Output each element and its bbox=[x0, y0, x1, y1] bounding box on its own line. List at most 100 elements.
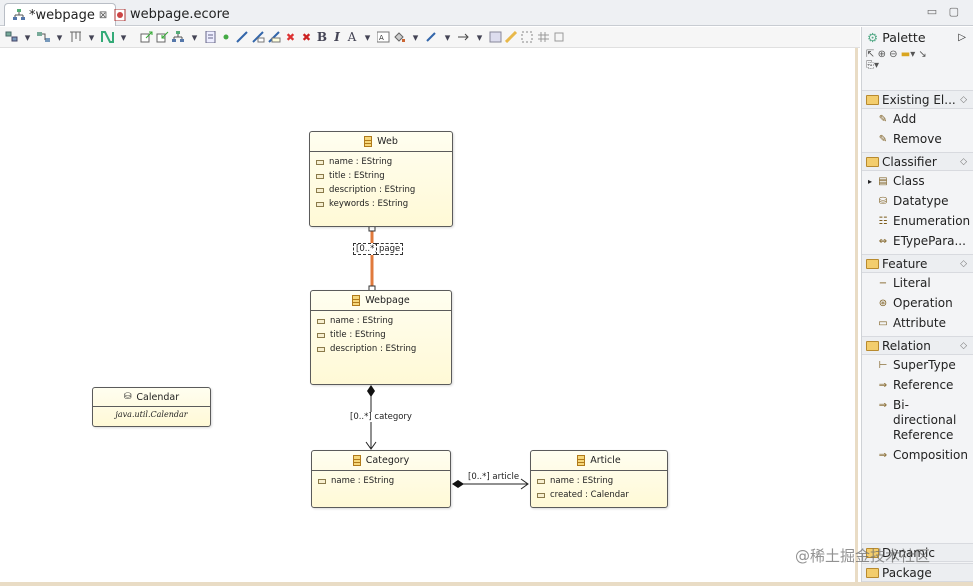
folder-icon bbox=[866, 547, 879, 558]
line-style-icon[interactable] bbox=[456, 30, 471, 45]
folder-icon bbox=[866, 258, 879, 269]
palette-item-etypeparameter[interactable]: ⇔ETypePara... bbox=[862, 231, 973, 251]
collapse-palette-icon[interactable]: ▷ bbox=[958, 31, 966, 43]
datatype-header: ⛁ Calendar bbox=[93, 388, 210, 407]
dropdown-arrow-icon[interactable]: ▾ bbox=[24, 30, 31, 44]
palette-item-operation[interactable]: ⊛Operation bbox=[862, 293, 973, 313]
note-link-icon[interactable]: ↘ bbox=[918, 49, 927, 60]
line-color-icon[interactable] bbox=[424, 30, 439, 45]
tab-close-icon[interactable]: ⊠ bbox=[98, 9, 108, 21]
attribute-row[interactable]: title : EString bbox=[316, 169, 446, 183]
palette-item-attribute[interactable]: ▭Attribute bbox=[862, 313, 973, 333]
dropdown-arrow-icon[interactable]: ▾ bbox=[56, 30, 63, 44]
palette-item-enumeration[interactable]: ☷Enumeration bbox=[862, 211, 973, 231]
collapse-icon[interactable]: ◇ bbox=[960, 340, 967, 351]
attribute-row[interactable]: name : EString bbox=[317, 314, 445, 328]
font-size-icon[interactable]: A bbox=[376, 30, 391, 45]
attribute-icon bbox=[316, 159, 324, 165]
collapse-icon[interactable]: ◇ bbox=[960, 156, 967, 167]
export-icon[interactable] bbox=[139, 30, 154, 45]
attribute-row[interactable]: description : EString bbox=[317, 342, 445, 356]
dropdown-arrow-icon[interactable]: ▾ bbox=[412, 30, 419, 44]
class-article[interactable]: Article name : EString created : Calenda… bbox=[530, 450, 668, 508]
collapse-icon[interactable]: ◇ bbox=[960, 94, 967, 105]
datatype-calendar[interactable]: ⛁ Calendar java.util.Calendar bbox=[92, 387, 211, 427]
italic-button[interactable]: I bbox=[334, 30, 340, 44]
palette-item-reference[interactable]: ⇒Reference bbox=[862, 375, 973, 395]
select-tool-icon[interactable]: ⇱ bbox=[866, 49, 875, 60]
attribute-row[interactable]: name : EString bbox=[318, 474, 444, 488]
text-tool-icon[interactable]: ⎘ bbox=[866, 60, 874, 71]
drawer-feature[interactable]: Feature ◇ bbox=[862, 254, 973, 273]
window-controls[interactable]: ▭ ▢ bbox=[926, 5, 963, 18]
attribute-row[interactable]: description : EString bbox=[316, 183, 446, 197]
article-reference-label[interactable]: [0..*] article bbox=[468, 472, 520, 482]
delete-from-diagram-icon[interactable]: ✖ bbox=[285, 30, 296, 44]
zoom-icon[interactable] bbox=[520, 30, 535, 45]
hide-label-icon[interactable] bbox=[235, 30, 250, 45]
arrange-icon[interactable] bbox=[36, 30, 51, 45]
tab-webpage-ecore[interactable]: webpage.ecore bbox=[106, 3, 238, 26]
label-icon[interactable] bbox=[267, 30, 282, 45]
attribute-label: description : EString bbox=[330, 344, 417, 354]
drawer-package[interactable]: Package bbox=[862, 563, 973, 582]
palette-item-label: Bi- directional Reference bbox=[893, 398, 957, 442]
dropdown-arrow-icon[interactable]: ▾ bbox=[476, 30, 483, 44]
refresh-icon[interactable] bbox=[552, 30, 567, 45]
document-icon[interactable] bbox=[203, 30, 218, 45]
palette-item-label: Remove bbox=[893, 132, 942, 146]
dropdown-arrow-icon[interactable]: ▾ bbox=[88, 30, 95, 44]
palette-item-class[interactable]: ▸▤Class bbox=[862, 171, 973, 191]
image-icon[interactable] bbox=[488, 30, 503, 45]
align-icon[interactable] bbox=[68, 30, 83, 45]
palette-item-add[interactable]: ✎Add bbox=[862, 109, 973, 129]
attribute-row[interactable]: name : EString bbox=[537, 474, 661, 488]
zoom-out-icon[interactable]: ⊖ bbox=[889, 49, 898, 60]
dropdown-arrow-icon[interactable]: ▾ bbox=[444, 30, 451, 44]
select-all-icon[interactable] bbox=[4, 30, 19, 45]
collapse-icon[interactable]: ◇ bbox=[960, 258, 967, 269]
show-label-icon[interactable] bbox=[251, 30, 266, 45]
tree-icon[interactable] bbox=[171, 30, 186, 45]
layout-icon[interactable] bbox=[100, 30, 115, 45]
delete-from-model-icon[interactable]: ✖ bbox=[301, 30, 312, 44]
palette-item-label: Add bbox=[893, 112, 917, 126]
palette-item-supertype[interactable]: ⊢SuperType bbox=[862, 355, 973, 375]
import-icon[interactable] bbox=[155, 30, 170, 45]
palette-item-composition[interactable]: ⇒Composition bbox=[862, 445, 973, 465]
bold-button[interactable]: B bbox=[316, 30, 328, 44]
category-reference-label[interactable]: [0..*] category bbox=[350, 412, 412, 422]
class-category[interactable]: Category name : EString bbox=[311, 450, 451, 508]
page-name-label[interactable]: page bbox=[376, 243, 404, 255]
palette-item-remove[interactable]: ✎Remove bbox=[862, 129, 973, 149]
dropdown-arrow-icon[interactable]: ▾ bbox=[120, 30, 127, 44]
dropdown-arrow-icon[interactable]: ▾ bbox=[364, 30, 371, 44]
drawer-classifier[interactable]: Classifier ◇ bbox=[862, 152, 973, 171]
attribute-icon bbox=[316, 201, 324, 207]
arrange-all-icon[interactable] bbox=[504, 30, 519, 45]
palette-item-datatype[interactable]: ⛁Datatype bbox=[862, 191, 973, 211]
palette-item-bidirectional-reference[interactable]: ⇒Bi- directional Reference bbox=[862, 395, 973, 445]
class-webpage[interactable]: Webpage name : EString title : EString d… bbox=[310, 290, 452, 385]
attribute-row[interactable]: name : EString bbox=[316, 155, 446, 169]
attribute-icon bbox=[316, 187, 324, 193]
attribute-row[interactable]: title : EString bbox=[317, 328, 445, 342]
note-tool-icon[interactable]: ▬ bbox=[900, 49, 911, 60]
tab-webpage-diagram[interactable]: *webpage ⊠ bbox=[4, 3, 117, 26]
snap-grid-icon[interactable] bbox=[536, 30, 551, 45]
diagram-canvas[interactable]: [0..*] page [0..*] category [0..*] artic… bbox=[0, 48, 858, 582]
class-web[interactable]: Web name : EString title : EString descr… bbox=[309, 131, 453, 227]
drawer-existing-elements[interactable]: Existing El... ◇ bbox=[862, 90, 973, 109]
fill-color-icon[interactable] bbox=[392, 30, 407, 45]
attribute-row[interactable]: keywords : EString bbox=[316, 197, 446, 211]
attribute-row[interactable]: created : Calendar bbox=[537, 488, 661, 502]
drawer-dynamic[interactable]: Dynamic bbox=[862, 543, 973, 562]
font-color-button[interactable]: A bbox=[347, 30, 357, 44]
palette-item-literal[interactable]: −Literal bbox=[862, 273, 973, 293]
dropdown-arrow-icon[interactable]: ▾ bbox=[191, 30, 198, 44]
zoom-in-icon[interactable]: ⊕ bbox=[877, 49, 886, 60]
pin-icon[interactable] bbox=[219, 30, 234, 45]
drawer-relation[interactable]: Relation ◇ bbox=[862, 336, 973, 355]
expand-arrow-icon[interactable]: ▸ bbox=[868, 177, 873, 186]
drawer-label: Relation bbox=[882, 338, 931, 353]
